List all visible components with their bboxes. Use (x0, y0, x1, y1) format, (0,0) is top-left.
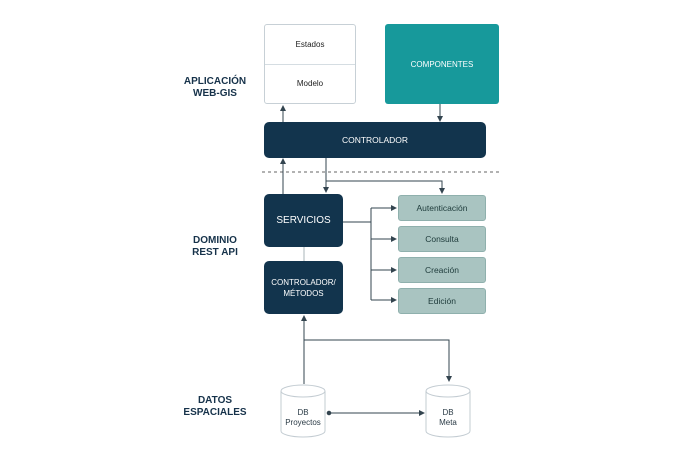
autenticacion-node: Autenticación (398, 195, 486, 221)
modelo-node: Modelo (296, 79, 324, 89)
servicios-node: SERVICIOS (264, 194, 343, 247)
controlador-metodos-node: CONTROLADOR/ MÉTODOS (264, 261, 343, 314)
consulta-node: Consulta (398, 226, 486, 252)
db-proyectos-cylinder (280, 384, 326, 438)
db-meta-cylinder (425, 384, 471, 438)
layer-label-api: DOMINIO REST API (192, 235, 238, 258)
layer-label-data: DATOS ESPACIALES (183, 395, 247, 418)
creacion-node: Creación (398, 257, 486, 283)
controlador-node: CONTROLADOR (264, 122, 486, 158)
componentes-node: COMPONENTES (385, 24, 499, 104)
arrow-metodos-to-dbmeta (304, 339, 452, 382)
estados-node: Estados (265, 25, 355, 65)
layer-label-app: APLICACIÓN WEB-GIS (183, 76, 247, 99)
arrow-controlador-to-autenticacion (326, 180, 445, 194)
db-proyectos-label: DB Proyectos (285, 408, 321, 427)
edicion-node: Edición (398, 288, 486, 314)
state-model-box: Estados Modelo (264, 24, 356, 104)
db-meta-label: DB Meta (439, 408, 457, 427)
